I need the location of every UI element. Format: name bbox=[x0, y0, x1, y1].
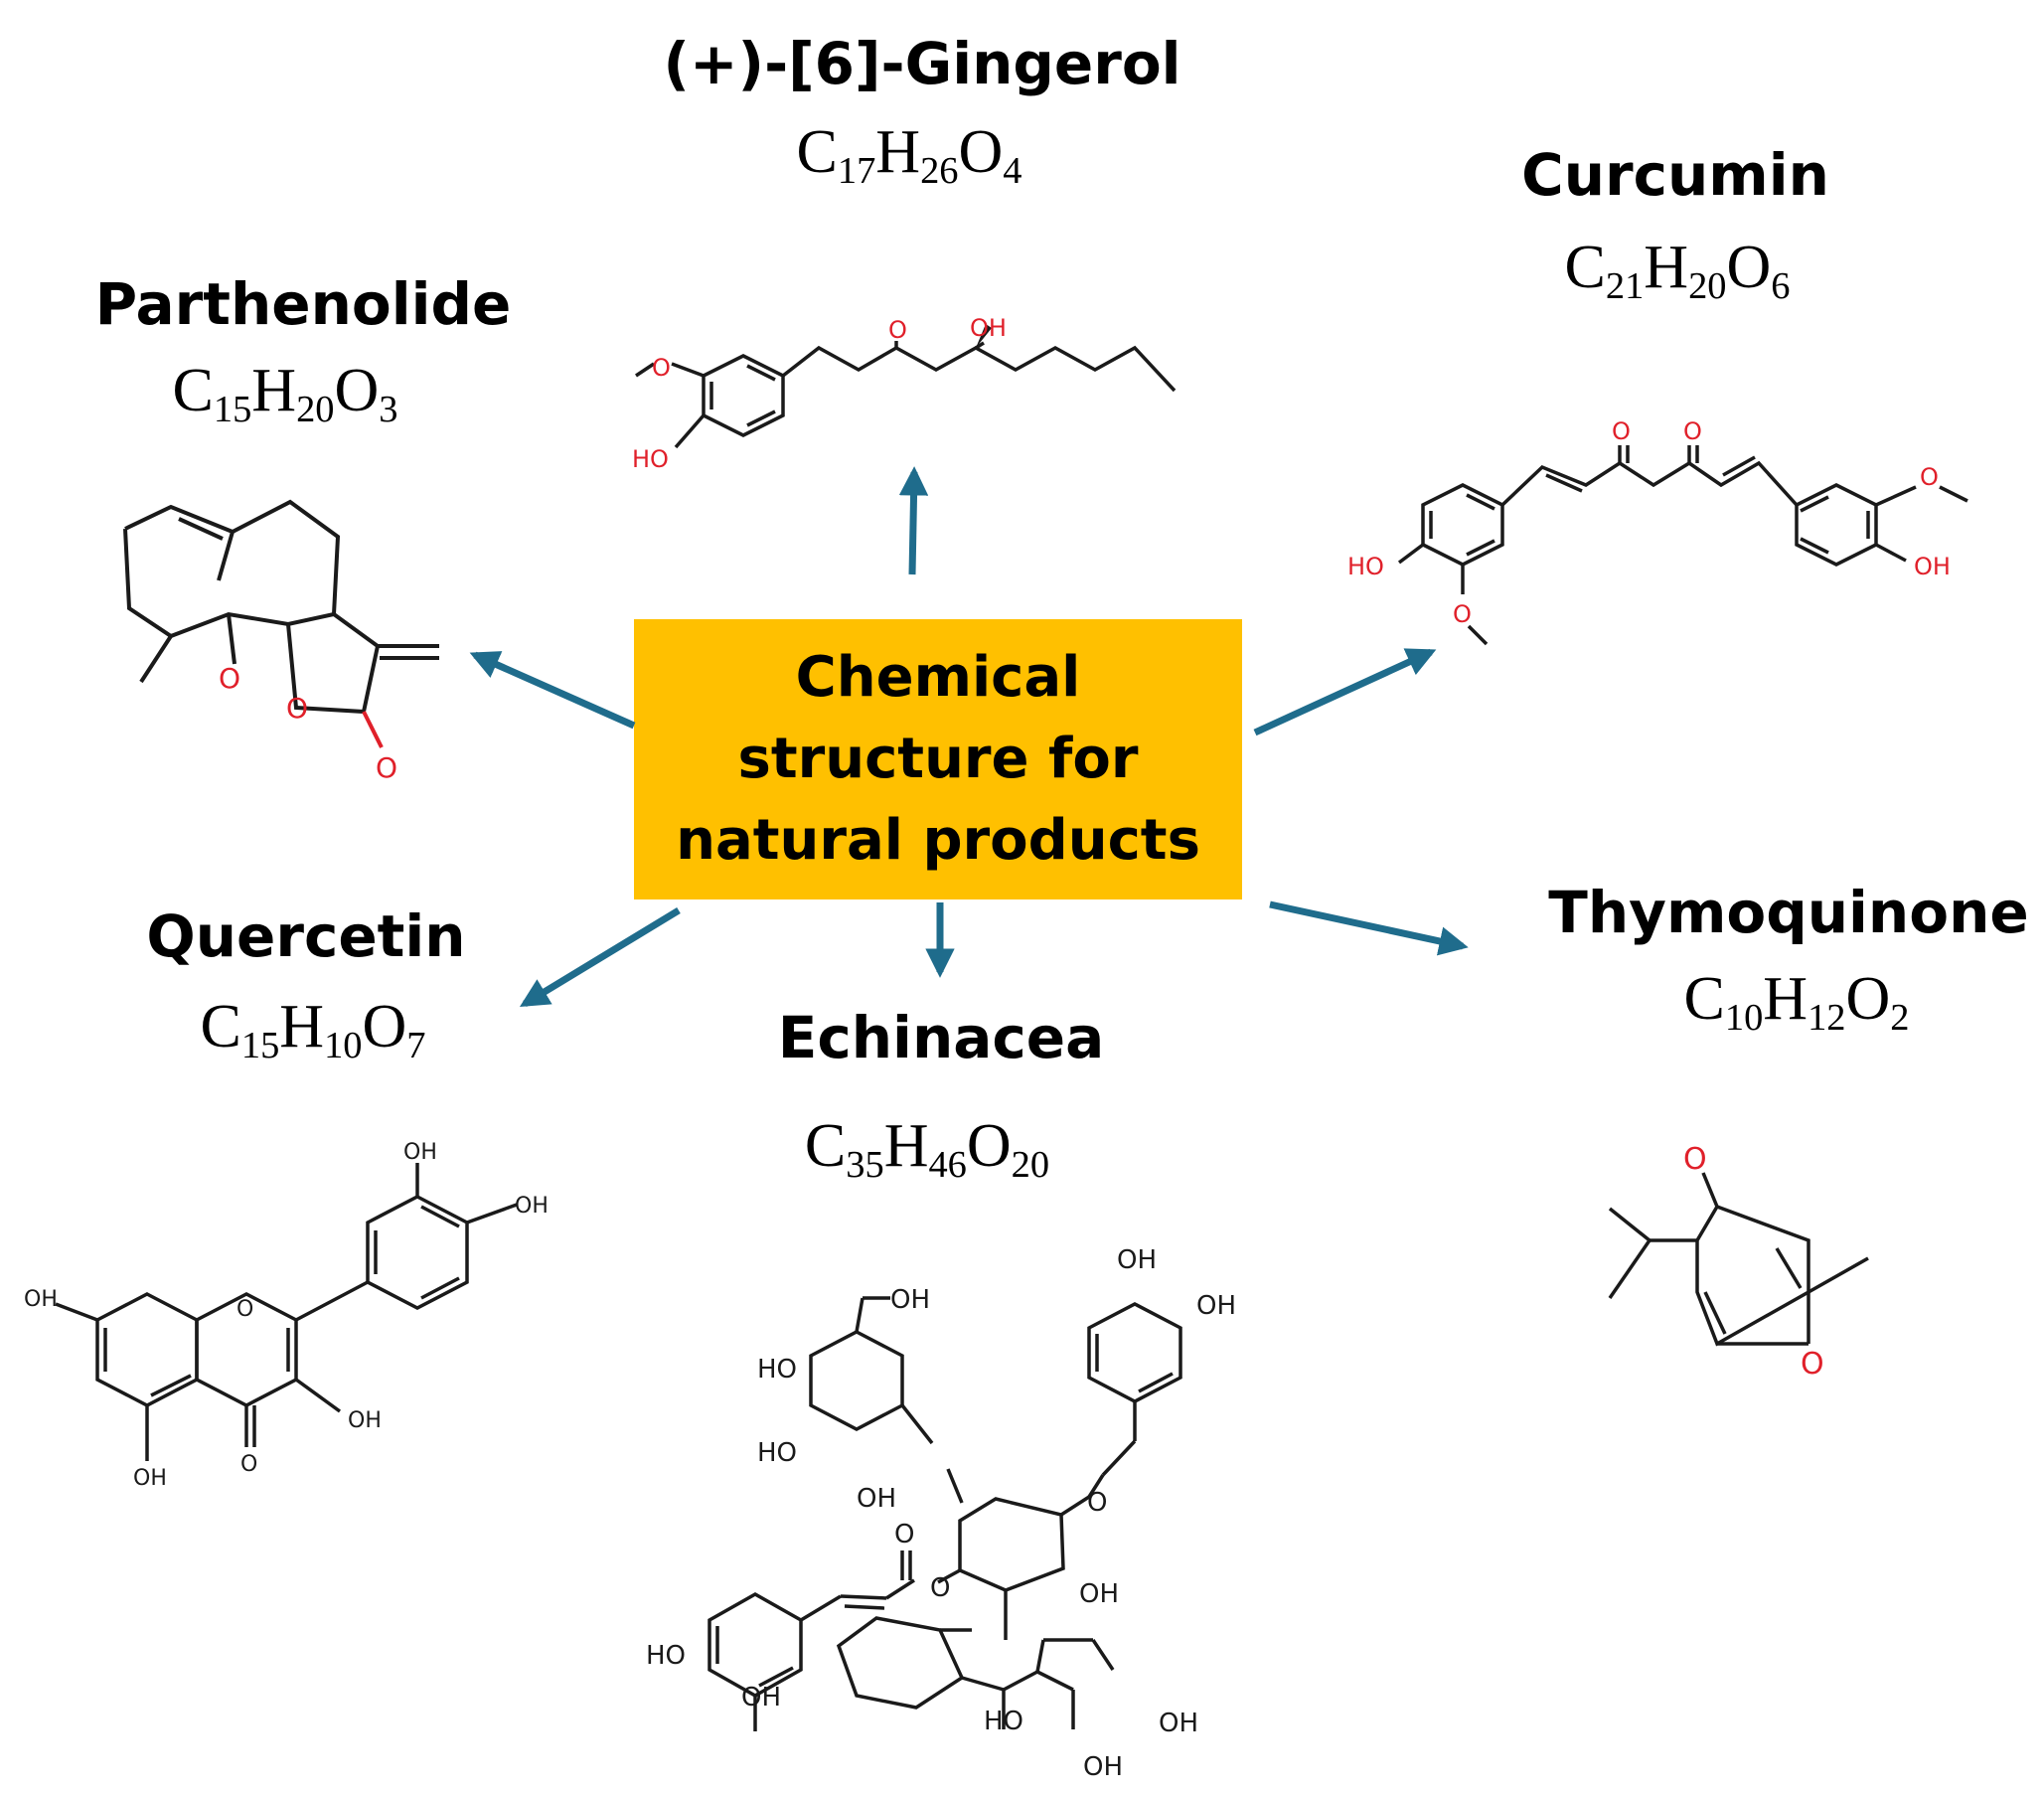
curcumin-hydroxyl-right: OH bbox=[1914, 553, 1951, 580]
quercetin-name: Quercetin bbox=[146, 902, 466, 970]
gingerol-structure bbox=[635, 341, 1177, 449]
curcumin-formula: C21H20O6 bbox=[1564, 234, 1791, 307]
parthenolide-structure bbox=[123, 499, 439, 715]
echinacea-ester-carbonyl-oxygen: O bbox=[894, 1520, 914, 1550]
parthenolide-carbonyl-oxygen: O bbox=[376, 751, 397, 784]
thymoquinone-oxygen-top: O bbox=[1683, 1142, 1707, 1177]
center-label-line-2: structure for bbox=[737, 727, 1139, 791]
parthenolide-epoxide-oxygen: O bbox=[219, 662, 240, 695]
thymoquinone-name: Thymoquinone bbox=[1548, 879, 2029, 946]
curcumin-oxygen-2: O bbox=[1683, 417, 1702, 445]
gingerol-methoxy-oxygen: O bbox=[652, 354, 671, 382]
quercetin-ring-oxygen: O bbox=[236, 1297, 253, 1322]
echinacea-hydroxyl-8: HO bbox=[646, 1641, 686, 1671]
echinacea-ester-oxygen: O bbox=[930, 1573, 950, 1603]
curcumin-hydroxyl-left: HO bbox=[1347, 553, 1384, 580]
quercetin-hydroxyl-3: OH bbox=[348, 1408, 382, 1433]
gingerol-formula: C17H26O4 bbox=[796, 118, 1022, 192]
quercetin-formula: C15H10O7 bbox=[200, 993, 426, 1066]
quercetin-structure bbox=[55, 1163, 518, 1461]
curcumin-structure bbox=[1397, 445, 1968, 646]
gingerol-hydroxyl: OH bbox=[970, 314, 1007, 342]
center-label-line-3: natural products bbox=[676, 808, 1200, 873]
gingerol-oxygen: O bbox=[888, 316, 907, 344]
thymoquinone-formula: C10H12O2 bbox=[1683, 965, 1910, 1039]
center-label-box: Chemical structure for natural products bbox=[634, 619, 1242, 899]
quercetin-hydroxyl-5: OH bbox=[133, 1466, 167, 1491]
quercetin-hydroxyl-4-prime: OH bbox=[515, 1194, 549, 1219]
echinacea-hydroxyl-1: OH bbox=[890, 1285, 930, 1315]
gingerol-name: (+)-[6]-Gingerol bbox=[663, 30, 1181, 97]
curcumin-methoxy-oxygen-left: O bbox=[1453, 600, 1472, 628]
echinacea-hydroxyl-9: OH bbox=[741, 1683, 781, 1713]
arrow-to-parthenolide bbox=[469, 651, 636, 730]
quercetin-hydroxyl-7: OH bbox=[24, 1287, 58, 1312]
parthenolide-name: Parthenolide bbox=[94, 270, 512, 338]
echinacea-name: Echinacea bbox=[777, 1004, 1105, 1071]
echinacea-glycoside-oxygen: O bbox=[1087, 1488, 1107, 1518]
echinacea-hydroxyl-6: OH bbox=[1196, 1291, 1236, 1321]
echinacea-formula: C35H46O20 bbox=[804, 1112, 1050, 1186]
echinacea-hydroxyl-7: OH bbox=[1079, 1579, 1119, 1609]
center-label-line-1: Chemical bbox=[795, 645, 1081, 710]
parthenolide-formula: C15H20O3 bbox=[172, 357, 398, 430]
echinacea-hydroxyl-11: OH bbox=[1159, 1709, 1198, 1738]
parthenolide-lactone-oxygen: O bbox=[286, 692, 308, 725]
arrow-to-gingerol bbox=[898, 466, 929, 575]
gingerol-hydroxyl-left: HO bbox=[632, 445, 669, 473]
thymoquinone-structure bbox=[1608, 1172, 1869, 1347]
echinacea-structure bbox=[708, 1296, 1182, 1731]
arrow-to-thymoquinone bbox=[1269, 900, 1469, 956]
curcumin-name: Curcumin bbox=[1521, 141, 1829, 209]
echinacea-hydroxyl-3: HO bbox=[757, 1438, 797, 1468]
echinacea-hydroxyl-5: OH bbox=[1117, 1245, 1157, 1275]
curcumin-oxygen-1: O bbox=[1612, 417, 1631, 445]
echinacea-hydroxyl-4: OH bbox=[857, 1484, 896, 1514]
arrow-to-curcumin bbox=[1253, 648, 1437, 736]
quercetin-carbonyl-oxygen: O bbox=[240, 1452, 257, 1477]
echinacea-hydroxyl-2: HO bbox=[757, 1355, 797, 1385]
curcumin-methoxy-oxygen-right: O bbox=[1920, 463, 1939, 491]
thymoquinone-oxygen-bottom: O bbox=[1801, 1347, 1824, 1382]
echinacea-hydroxyl-12: OH bbox=[1083, 1752, 1123, 1782]
arrow-to-quercetin bbox=[519, 907, 681, 1008]
quercetin-hydroxyl-3-prime: OH bbox=[403, 1140, 437, 1165]
